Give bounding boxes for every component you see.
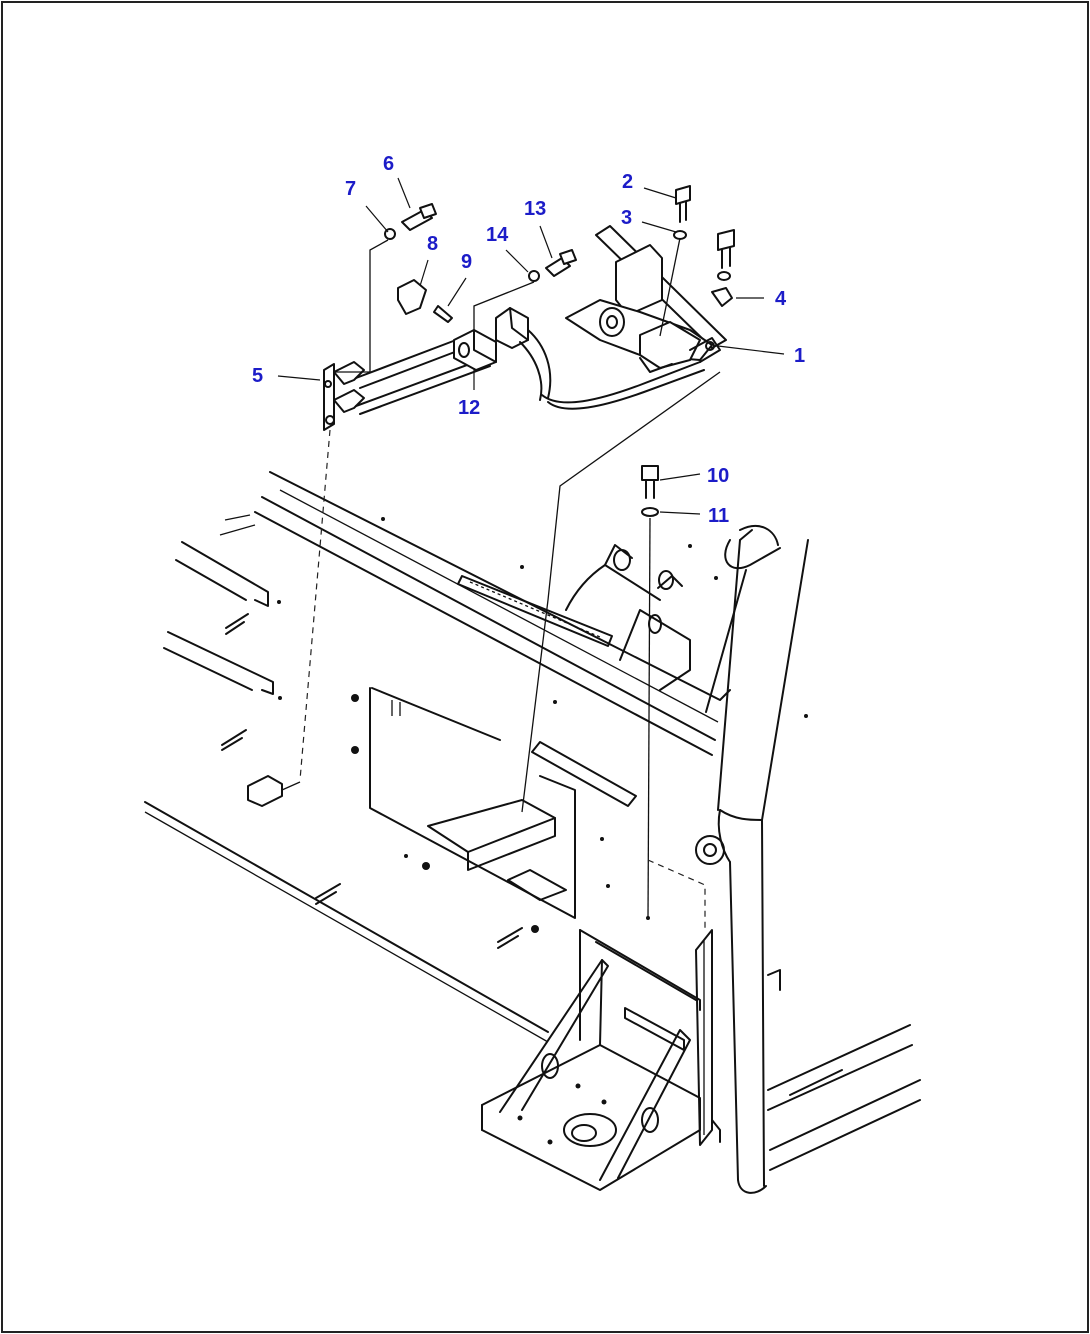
callout-11: 11: [708, 505, 729, 527]
callout-1: 1: [794, 345, 805, 367]
callout-8: 8: [427, 233, 438, 255]
callout-labels: 1 2 3 4 5 6 7 8 9 10 11 12 13 14: [252, 153, 805, 527]
callout-10: 10: [707, 465, 729, 487]
right-pillar: [695, 525, 921, 1194]
callout-2: 2: [622, 171, 633, 193]
callout-5: 5: [252, 365, 263, 387]
callout-3: 3: [621, 207, 632, 229]
callout-6: 6: [383, 153, 394, 175]
assembly-lines: [299, 237, 721, 930]
frame-panel: [144, 471, 808, 1043]
lower-mechanism: [565, 544, 691, 691]
callout-13: 13: [524, 198, 546, 220]
pedal-assembly: [541, 225, 727, 410]
foot-bracket: [481, 929, 701, 1191]
callout-4: 4: [775, 288, 787, 310]
callout-9: 9: [461, 251, 472, 273]
callout-12: 12: [458, 397, 480, 419]
switch-bracket: [323, 279, 552, 431]
callout-14: 14: [486, 224, 509, 246]
callout-7: 7: [345, 178, 356, 200]
leader-lines: [277, 177, 785, 515]
fasteners: [384, 185, 735, 517]
